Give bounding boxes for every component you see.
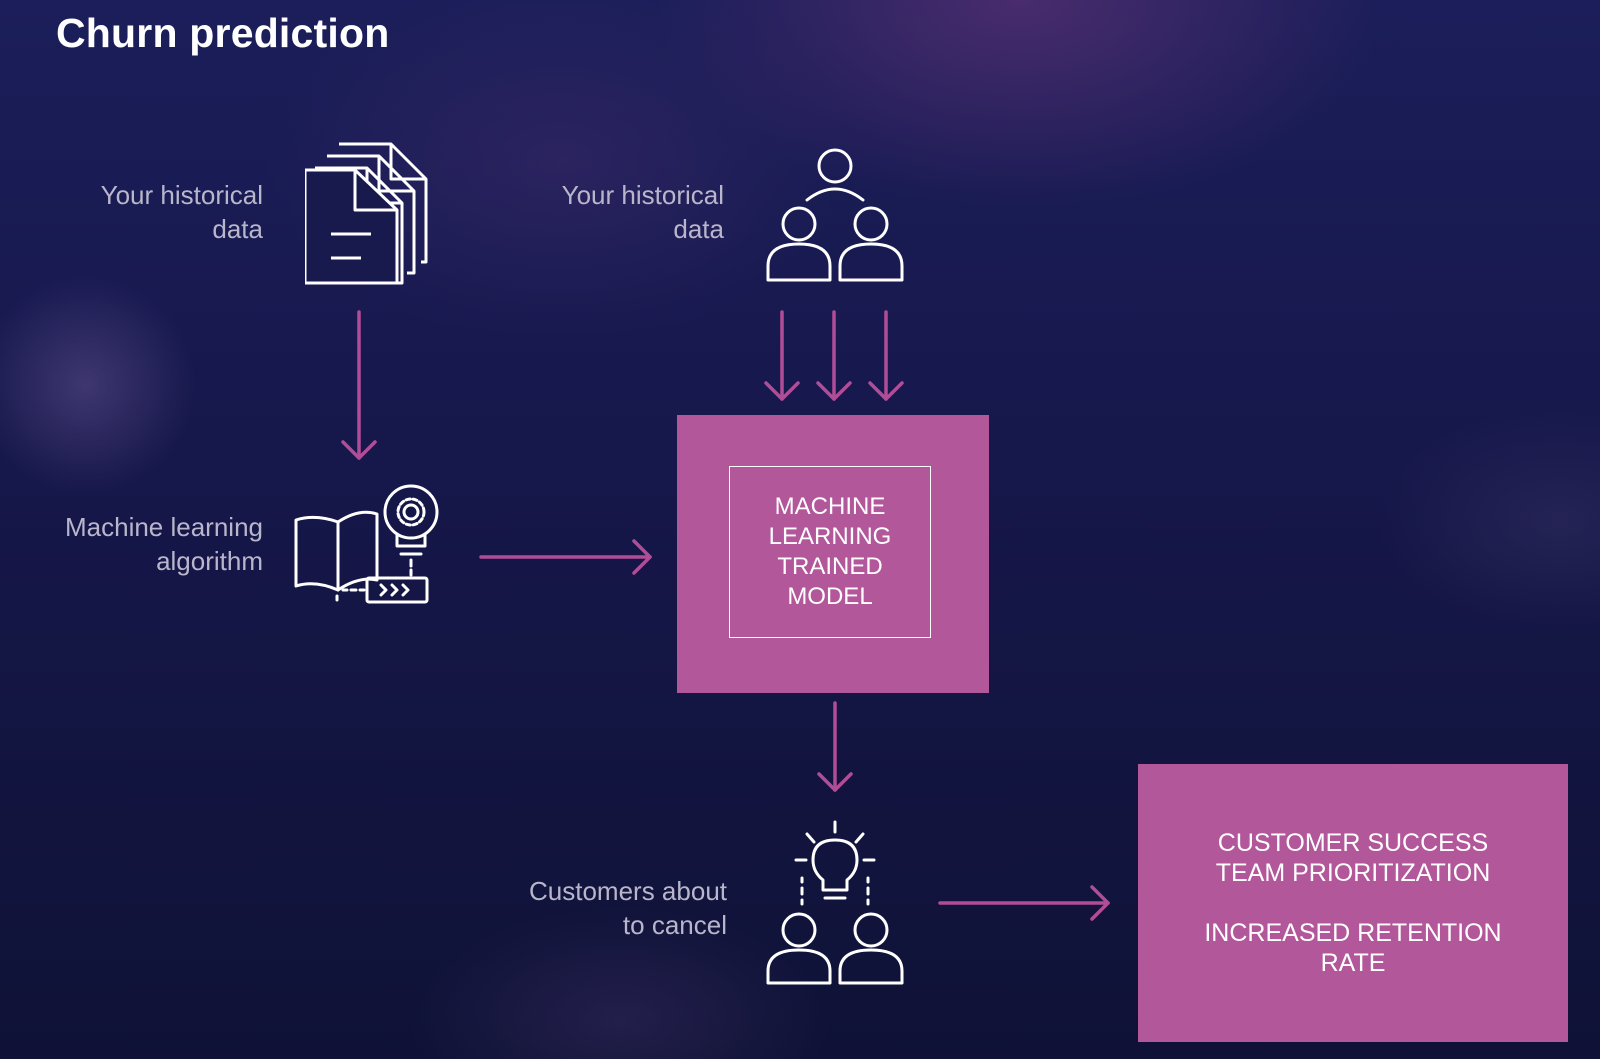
page-title: Churn prediction — [56, 10, 390, 56]
documents-icon — [305, 142, 428, 285]
label-ml-algorithm: Machine learning algorithm — [64, 512, 263, 576]
arrow-model-to-customers — [817, 701, 853, 792]
arrow-people-to-model-2 — [816, 310, 852, 401]
outcome-line: RATE — [1320, 949, 1386, 977]
model-line: LEARNING — [768, 523, 892, 550]
arrow-people-to-model-3 — [868, 310, 904, 401]
label-customers-about-to-cancel: Customers about to cancel — [529, 876, 727, 940]
arrow-customers-to-outcome — [938, 885, 1110, 921]
ml-trained-model-box: MACHINE LEARNING TRAINED MODEL — [677, 415, 989, 693]
model-line: MACHINE — [774, 493, 886, 520]
arrow-people-to-model-1 — [764, 310, 800, 401]
arrow-docs-to-algorithm — [341, 310, 377, 460]
model-line: MODEL — [787, 583, 873, 610]
people-idea-icon — [766, 820, 904, 985]
outcome-line: TEAM PRIORITIZATION — [1215, 859, 1491, 887]
outcome-line: INCREASED RETENTION — [1204, 919, 1502, 947]
arrow-algorithm-to-model — [479, 539, 652, 575]
outcome-box: CUSTOMER SUCCESS TEAM PRIORITIZATION INC… — [1138, 764, 1568, 1042]
team-hierarchy-icon — [766, 148, 904, 282]
label-historical-data-people: Your historical data — [561, 180, 724, 244]
ml-trained-model-frame: MACHINE LEARNING TRAINED MODEL — [729, 466, 931, 638]
label-historical-data-documents: Your historical data — [100, 180, 263, 244]
book-lightbulb-gear-icon — [294, 484, 439, 604]
outcome-line: CUSTOMER SUCCESS — [1217, 829, 1489, 857]
model-line: TRAINED — [777, 553, 883, 580]
